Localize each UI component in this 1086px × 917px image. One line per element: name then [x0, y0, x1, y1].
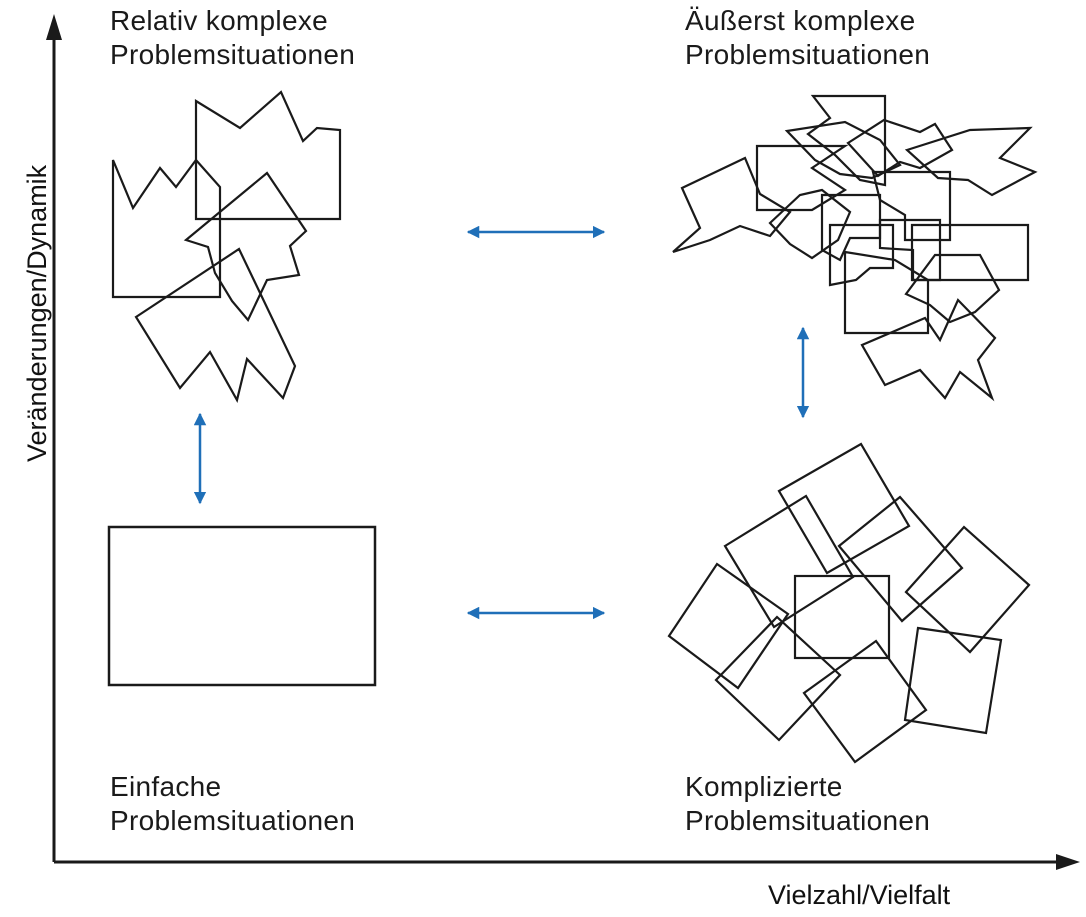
- extreme-complex-shapes: [672, 94, 1038, 402]
- complicated-shapes: [667, 442, 1031, 764]
- jagged-shape-15: [910, 223, 1030, 282]
- jagged-shape-4: [134, 247, 297, 403]
- square-9: [903, 626, 1003, 735]
- jagged-shape-7: [672, 156, 792, 254]
- jagged-shape-6: [806, 94, 887, 187]
- jagged-shape-17: [904, 126, 1038, 197]
- label-extreme-complex: Äußerst komplexe Problemsituationen: [685, 4, 930, 72]
- jagged-shape-13: [828, 223, 895, 287]
- jagged-shape-19: [904, 253, 1001, 324]
- label-relative-complex: Relativ komplexe Problemsituationen: [110, 4, 355, 72]
- label-extreme-complex-line2: Problemsituationen: [685, 39, 931, 70]
- axes: [46, 14, 1080, 870]
- jagged-shape-2: [194, 90, 342, 221]
- label-complicated-line2: Problemsituationen: [685, 805, 931, 836]
- jagged-shape-9: [846, 118, 954, 178]
- jagged-shape-8: [784, 120, 902, 180]
- square-4: [904, 525, 1031, 654]
- jagged-shape-18: [860, 298, 997, 402]
- simple-rectangle: [107, 525, 377, 687]
- square-2: [723, 494, 855, 629]
- jagged-shape-3: [183, 171, 308, 323]
- square-1: [777, 442, 911, 575]
- label-simple-line2: Problemsituationen: [110, 805, 356, 836]
- label-simple-line1: Einfache: [110, 771, 222, 802]
- square-6: [793, 574, 891, 660]
- transition-arrows: [193, 225, 810, 620]
- label-complicated-line1: Komplizierte: [685, 771, 843, 802]
- jagged-shape-12: [820, 193, 882, 262]
- square-3: [837, 495, 964, 623]
- y-axis-label: Veränderungen/Dynamik: [22, 164, 52, 462]
- square-5: [667, 562, 790, 690]
- jagged-shape-5: [755, 144, 849, 212]
- square-8: [802, 639, 928, 764]
- label-extreme-complex-line1: Äußerst komplexe: [685, 5, 916, 36]
- x-axis-arrowhead: [1056, 854, 1080, 870]
- label-complicated: Komplizierte Problemsituationen: [685, 770, 930, 838]
- jagged-shape-16: [843, 250, 930, 335]
- label-relative-complex-line1: Relativ komplexe: [110, 5, 328, 36]
- x-axis-label: Vielzahl/Vielfalt: [768, 880, 951, 910]
- square-7: [714, 615, 842, 742]
- jagged-shape-1: [111, 158, 222, 299]
- jagged-shape-14: [878, 218, 942, 282]
- relative-complex-shapes: [111, 90, 342, 403]
- y-axis-arrowhead: [46, 14, 62, 40]
- label-simple: Einfache Problemsituationen: [110, 770, 355, 838]
- label-relative-complex-line2: Problemsituationen: [110, 39, 356, 70]
